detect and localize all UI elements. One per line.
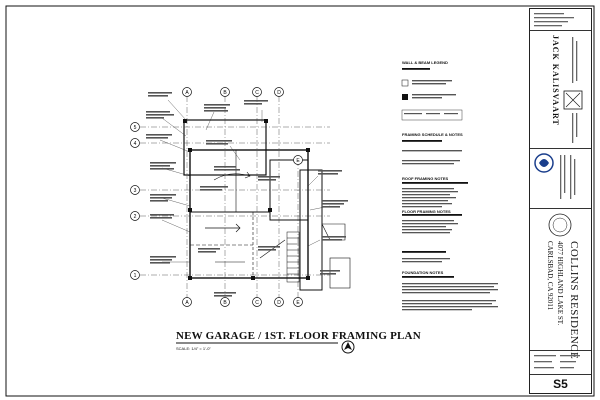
grid-bubble-left-4-label: 4 xyxy=(134,141,137,147)
grid-bubble-top-a-circle xyxy=(182,87,192,97)
grid-bubble-left-4-circle xyxy=(130,138,140,148)
framing-notes-heading: FRAMING SCHEDULE & NOTES xyxy=(402,132,463,137)
engineer-logo-icon xyxy=(534,153,576,199)
stamp-seal-icon xyxy=(548,213,572,237)
grid-bubble-top-a-label: A xyxy=(185,90,189,96)
plan-title: NEW GARAGE / 1ST. FLOOR FRAMING PLAN xyxy=(176,330,421,342)
grid-bubble-left-5-label: 5 xyxy=(134,125,137,131)
grid-bubble-top-d-label: D xyxy=(277,90,281,96)
project-block: COLLINS RESIDENCE 4077 HIGHLAND LAKE ST.… xyxy=(530,209,591,359)
grid-bubble-bottom-b-circle xyxy=(220,297,230,307)
grid-bubble-top-e-circle xyxy=(293,155,303,165)
grid-bubble-bottom-a-circle xyxy=(182,297,192,307)
grid-bubble-top-c-label: C xyxy=(255,90,259,96)
floor-notes-heading: FLOOR FRAMING NOTES xyxy=(402,209,451,214)
callout-text-stubs xyxy=(146,92,348,297)
grid-bubble-left-1-circle xyxy=(130,270,140,280)
grid-bubble-top-b-circle xyxy=(220,87,230,97)
north-arrow-icon xyxy=(341,340,355,354)
project-address: 4077 HIGHLAND LAKE ST. xyxy=(556,241,564,326)
grid-bubble-left-2-circle xyxy=(130,211,140,221)
title-block: JACK KALISVAART COLLINS RESIDENCE 40 xyxy=(529,8,592,394)
grid-bubbles: A A B B C C D D E E 1 2 3 4 5 xyxy=(130,87,303,307)
callout-leaders xyxy=(159,99,331,263)
grid-bubble-bottom-d-circle xyxy=(274,297,284,307)
grid-bubble-top-e-label: E xyxy=(296,158,300,164)
grid-bubble-bottom-d-label: D xyxy=(277,300,281,306)
grid-bubble-left-3-label: 3 xyxy=(134,188,137,194)
plan-scale: SCALE: 1/4" = 1'-0" xyxy=(176,346,211,351)
grid-bubble-bottom-e-label: E xyxy=(296,300,300,306)
project-name: COLLINS RESIDENCE xyxy=(568,241,580,360)
grid-bubble-top-d-circle xyxy=(274,87,284,97)
grid-bubble-bottom-a-label: A xyxy=(185,300,189,306)
grid-bubble-bottom-c-label: C xyxy=(255,300,259,306)
grid-bubble-bottom-b-label: B xyxy=(223,300,227,306)
architect-mark xyxy=(563,90,583,110)
grid-bubble-bottom-e-circle xyxy=(293,297,303,307)
engineer-block xyxy=(530,149,591,209)
foundation-notes-heading: FOUNDATION NOTES xyxy=(402,270,444,275)
sheet-number: S5 xyxy=(553,377,568,391)
wall-schedule-heading: WALL & BEAM LEGEND xyxy=(402,60,448,65)
grid-bubble-left-5-circle xyxy=(130,122,140,132)
grid-bubble-left-2-label: 2 xyxy=(134,214,137,220)
grid-bubble-left-3-circle xyxy=(130,185,140,195)
architect-logo xyxy=(563,37,583,143)
notes-column xyxy=(401,68,498,311)
revision-lines xyxy=(534,13,574,27)
sheet-info-lines xyxy=(534,355,580,369)
grid-bubble-top-c-circle xyxy=(252,87,262,97)
project-city: CARLSBAD, CA 92011 xyxy=(546,241,554,311)
grid-bubble-bottom-c-circle xyxy=(252,297,262,307)
sheet-border xyxy=(5,5,595,397)
roof-notes-heading: ROOF FRAMING NOTES xyxy=(402,176,449,181)
revision-block xyxy=(530,9,591,31)
grid-lines xyxy=(140,96,330,298)
grid-bubble-left-1-label: 1 xyxy=(134,273,137,279)
sheet-info-block xyxy=(530,351,591,375)
grid-bubble-top-b-label: B xyxy=(223,90,227,96)
architect-block: JACK KALISVAART xyxy=(530,31,591,149)
